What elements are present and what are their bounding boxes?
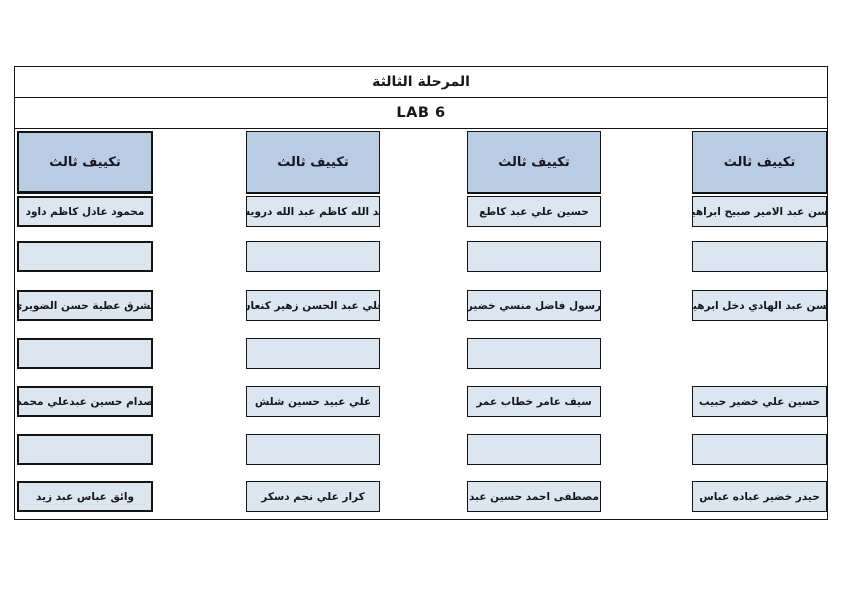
empty-seat-cell [692,434,827,465]
page-title: المرحلة الثالثة [15,67,827,98]
student-name-cell: كرار علي نجم دسكر [246,481,380,512]
student-name-cell: علي عبيد حسين شلش [246,386,380,417]
student-name-cell: مشرق عطية حسن الضويري [17,290,153,321]
student-name-cell: حيدر خضير عباده عباس [692,481,827,512]
empty-seat-cell [246,241,380,272]
student-name-cell: وائق عباس عبد زيد [17,481,153,512]
lab-title: LAB 6 [15,98,827,129]
empty-seat-cell [467,434,601,465]
column-header: تكييف ثالث [17,131,153,194]
student-name-cell: حسن عبد الهادي دخل ابرهيم [692,290,827,321]
student-name-cell: عبد الله كاظم عبد الله درويش [246,196,380,227]
student-name-cell: محمود عادل كاظم داود [17,196,153,227]
empty-seat-cell [17,434,153,465]
student-name-cell: مصطفى احمد حسين عبد [467,481,601,512]
column-header: تكييف ثالث [246,131,380,194]
empty-seat-cell [692,241,827,272]
empty-seat-cell [467,241,601,272]
student-name-cell: صدام حسين عبدعلي محمد [17,386,153,417]
empty-seat-cell [246,434,380,465]
empty-seat-cell [17,241,153,272]
student-name-cell: حسين علي عبد كاطع [467,196,601,227]
student-name-cell: حسن عبد الامير صبيح ابراهيم [692,196,827,227]
student-name-cell: سيف عامر خطاب عمر [467,386,601,417]
empty-seat-cell [17,338,153,369]
empty-seat-cell [246,338,380,369]
column-header: تكييف ثالث [467,131,601,194]
student-name-cell: رسول فاضل منسي خضير [467,290,601,321]
column-header: تكييف ثالث [692,131,827,194]
column-group: تكييف ثالثعبد الله كاظم عبد الله درويش عل… [246,67,380,519]
column-group: تكييف ثالثحسن عبد الامير صبيح ابراهيم حسن… [692,67,827,519]
student-name-cell: حسين علي خضير حبيب [692,386,827,417]
empty-seat-cell [467,338,601,369]
student-name-cell: علي عبد الحسن زهير كنعان [246,290,380,321]
